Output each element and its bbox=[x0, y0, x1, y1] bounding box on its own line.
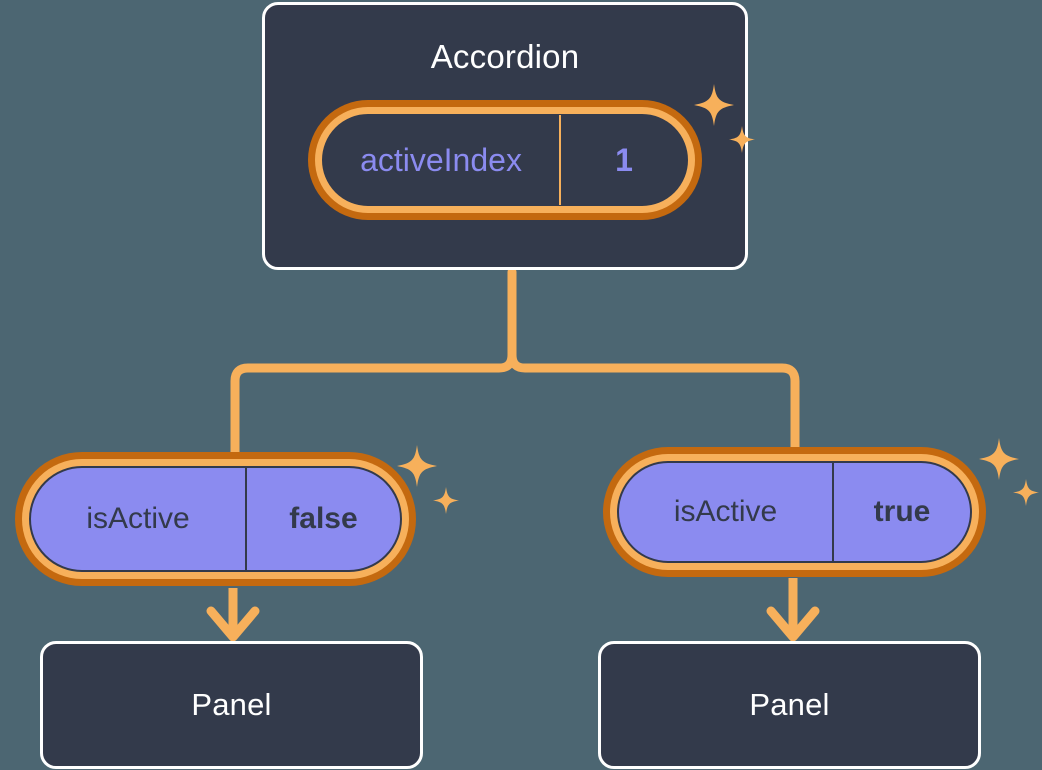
state-pill-ring: activeIndex 1 bbox=[315, 107, 695, 213]
prop-pill-value-right: true bbox=[873, 495, 931, 528]
component-title-panel-left: Panel bbox=[191, 687, 272, 722]
sparkle-4-point-large-icon bbox=[979, 438, 1019, 480]
prop-pill-body-right: isActive true bbox=[617, 461, 972, 563]
prop-pill-body-left: isActive false bbox=[29, 466, 402, 572]
wire-branch-left bbox=[230, 350, 517, 457]
state-pill-active-index[interactable]: activeIndex 1 bbox=[308, 100, 702, 220]
prop-pill-value-left: false bbox=[289, 502, 358, 535]
arrow-head-right bbox=[766, 606, 820, 642]
prop-pill-is-active-true[interactable]: isActive true bbox=[603, 447, 986, 577]
component-box-panel-right[interactable]: Panel bbox=[598, 641, 981, 769]
state-pill-body: activeIndex 1 bbox=[322, 114, 688, 206]
prop-pill-is-active-false[interactable]: isActive false bbox=[15, 452, 416, 586]
sparkle-decoration-true bbox=[979, 438, 1039, 506]
sparkle-4-point-small-icon bbox=[433, 487, 459, 514]
state-pill-value-active-index: 1 bbox=[615, 141, 633, 178]
prop-pill-key-right: isActive bbox=[619, 463, 834, 561]
prop-pill-ring-left: isActive false bbox=[22, 459, 409, 579]
component-title-accordion: Accordion bbox=[430, 38, 580, 75]
state-pill-key-active-index: activeIndex bbox=[323, 115, 561, 205]
sparkle-4-point-small-icon bbox=[1013, 479, 1039, 506]
arrow-head-left bbox=[206, 606, 260, 642]
wire-branch-right bbox=[507, 350, 800, 457]
prop-pill-ring-right: isActive true bbox=[610, 454, 979, 570]
component-box-panel-left[interactable]: Panel bbox=[40, 641, 423, 769]
prop-pill-key-left: isActive bbox=[31, 468, 247, 570]
component-title-panel-right: Panel bbox=[749, 687, 830, 722]
